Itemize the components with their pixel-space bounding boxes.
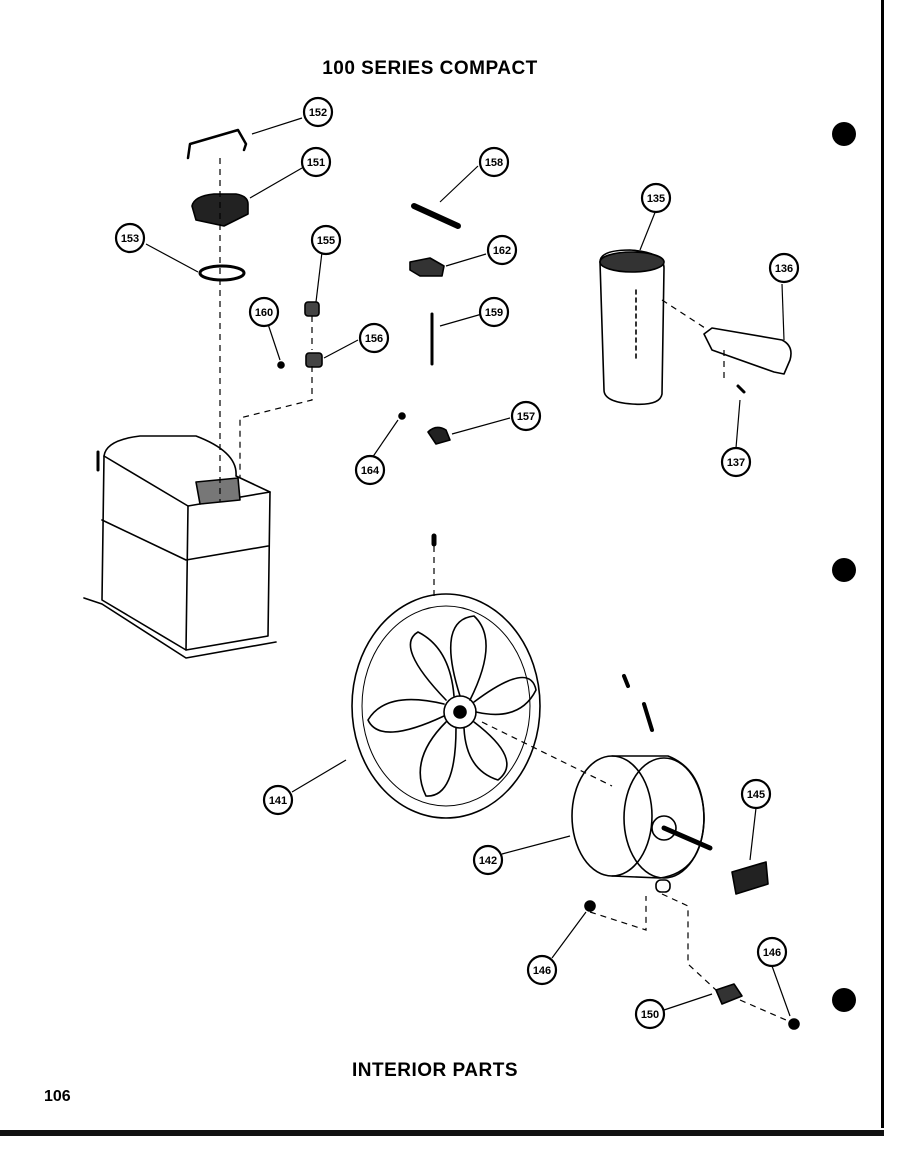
part-151-cover (191, 193, 249, 227)
part-153-gasket (198, 264, 246, 282)
part-141-fan (351, 593, 541, 819)
callout-135-label: 135 (647, 193, 665, 205)
callout-159-label: 159 (485, 307, 503, 319)
callout-160-label: 160 (255, 307, 273, 319)
callout-150-label: 150 (641, 1009, 659, 1021)
callout-153-label: 153 (121, 233, 139, 245)
callout-164 (354, 454, 386, 486)
callout-164-label: 164 (361, 465, 380, 477)
binder-hole-top (832, 122, 856, 146)
callout-152 (302, 96, 334, 128)
binder-hole-middle (832, 558, 856, 582)
callout-156-label: 156 (365, 333, 383, 345)
part-145-plate (731, 861, 769, 895)
callout-158 (478, 146, 510, 178)
callout-146-b (756, 936, 788, 968)
callout-150 (634, 998, 666, 1030)
part-135-capacitor (599, 249, 665, 406)
part-137-screw (736, 384, 746, 394)
callout-158-label: 158 (485, 157, 503, 169)
callout-146-a-label: 146 (533, 965, 551, 977)
callout-146-a (526, 954, 558, 986)
callout-159 (478, 296, 510, 328)
callout-136 (768, 252, 800, 284)
callout-155 (310, 224, 342, 256)
callout-157 (510, 400, 542, 432)
part-152-clip (186, 128, 248, 160)
callout-162-label: 162 (493, 245, 511, 257)
callout-136-label: 136 (775, 263, 793, 275)
callout-141 (262, 784, 294, 816)
callout-152-label: 152 (309, 107, 327, 119)
callout-137 (720, 446, 752, 478)
callout-142 (472, 844, 504, 876)
page-number: 106 (44, 1088, 71, 1105)
part-157-clip (427, 426, 451, 445)
compressor-body (83, 435, 277, 659)
binder-hole-bottom (832, 988, 856, 1012)
callout-151-label: 151 (307, 157, 325, 169)
callout-145 (740, 778, 772, 810)
section-title: INTERIOR PARTS (351, 1060, 519, 1081)
callout-151 (300, 146, 332, 178)
page-title: 100 SERIES COMPACT (322, 58, 538, 79)
page-edge-right (881, 0, 884, 1128)
part-162-clamp (409, 257, 445, 277)
part-155-grommet (304, 301, 320, 317)
page-edge-bottom (0, 1130, 884, 1136)
callout-155-label: 155 (317, 235, 335, 247)
callout-142-label: 142 (479, 855, 497, 867)
part-164-screw (398, 412, 406, 420)
callout-156 (358, 322, 390, 354)
part-146-nut-b (788, 1018, 800, 1030)
part-160-screw (277, 361, 285, 369)
part-158-rod (411, 203, 461, 229)
part-150-bushing (715, 983, 743, 1005)
wire-harness (622, 674, 654, 732)
callout-137-label: 137 (727, 457, 745, 469)
callout-145-label: 145 (747, 789, 765, 801)
part-146-nut-a (584, 900, 596, 912)
part-136-bracket (703, 327, 792, 375)
part-156-bushing (305, 352, 323, 368)
callout-135 (640, 182, 672, 214)
part-142-motor (571, 755, 713, 893)
callout-160 (248, 296, 280, 328)
callout-146-b-label: 146 (763, 947, 781, 959)
callout-162 (486, 234, 518, 266)
callout-153 (114, 222, 146, 254)
callout-157-label: 157 (517, 411, 535, 423)
callout-141-label: 141 (269, 795, 287, 807)
